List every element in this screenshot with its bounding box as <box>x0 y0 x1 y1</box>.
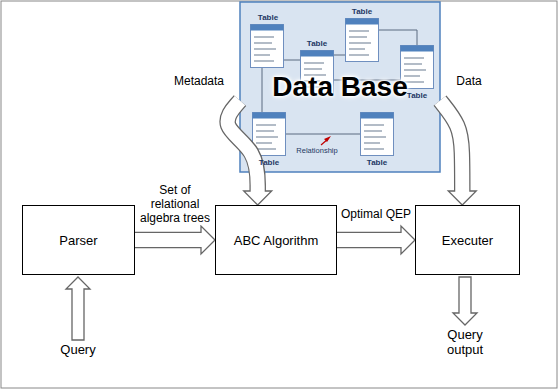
database-figure: Data Base <box>240 2 440 172</box>
hollow-arrow <box>337 226 415 254</box>
input-label: Query <box>53 343 103 358</box>
edge-label: Set of relational algebra trees <box>140 183 210 225</box>
edge-label: Metadata <box>174 74 224 88</box>
node-text: ABC Algorithm <box>234 233 319 248</box>
table-label: Table <box>303 39 331 48</box>
hollow-arrow <box>135 226 215 254</box>
node-text: Parser <box>59 233 97 248</box>
database-picture <box>240 2 440 172</box>
table-label: Table <box>254 13 282 22</box>
table-label: Table <box>348 7 376 16</box>
table-label: Table <box>403 91 431 100</box>
node-text: Executer <box>442 233 493 248</box>
edge-label: Data <box>456 74 481 88</box>
hollow-arrow <box>228 101 272 205</box>
process-box: Parser <box>22 205 135 275</box>
table-label: Table <box>363 158 391 167</box>
relationship-label: Relationship <box>292 147 342 156</box>
hollow-arrow <box>440 101 476 205</box>
table-label: Table <box>255 158 283 167</box>
process-box: Executer <box>415 205 520 275</box>
output-label: Query output <box>440 328 490 358</box>
output-arrow <box>453 277 477 325</box>
process-box: ABC Algorithm <box>215 205 337 275</box>
edge-label: Optimal QEP <box>341 207 411 221</box>
node-text: Data Base <box>272 71 407 103</box>
input-arrow <box>66 277 90 340</box>
